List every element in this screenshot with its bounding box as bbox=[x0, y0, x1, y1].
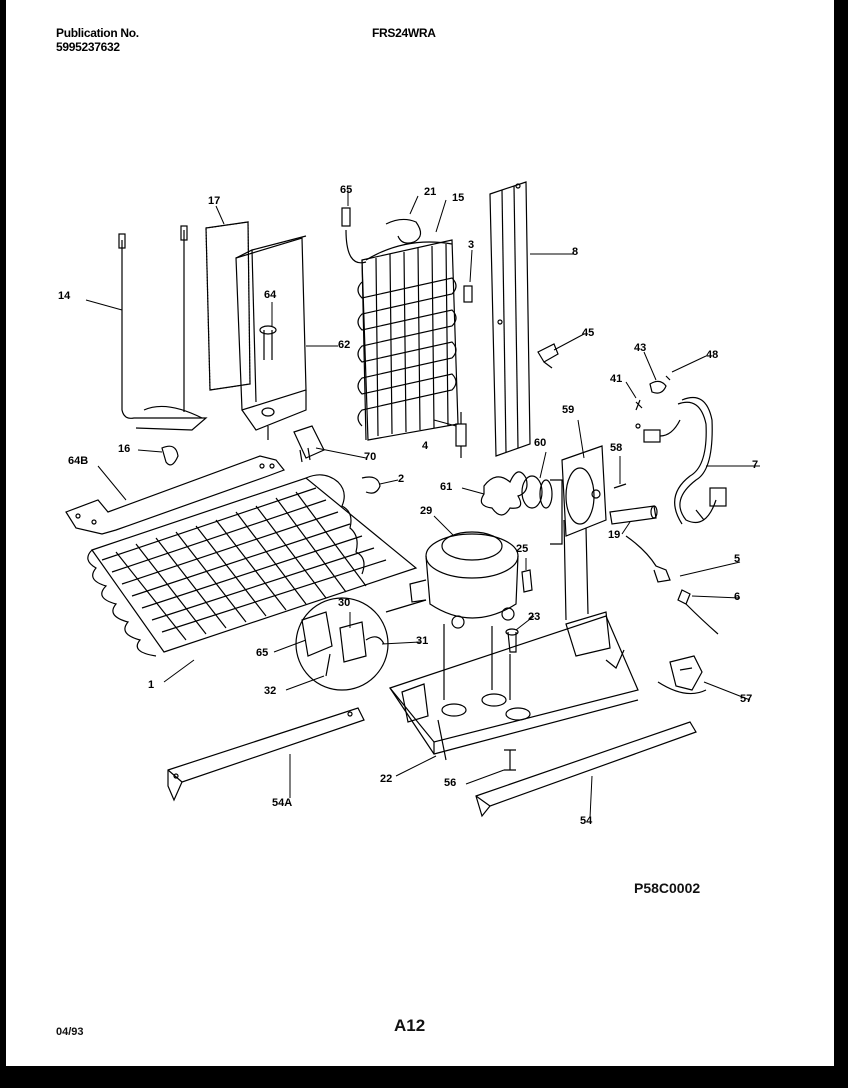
grommet-25 bbox=[521, 569, 533, 593]
screw-small bbox=[635, 423, 641, 429]
drain-tube-clip bbox=[385, 218, 422, 244]
diagram-sheet: Publication No. 5995237632 FRS24WRA bbox=[6, 0, 834, 1066]
base-pan bbox=[388, 611, 639, 761]
callout-17: 17 bbox=[208, 195, 221, 207]
condenser-coil bbox=[87, 474, 418, 657]
callout-22: 22 bbox=[380, 773, 393, 785]
callout-7: 7 bbox=[752, 459, 759, 471]
callout-65-bottom: 65 bbox=[256, 647, 269, 659]
callout-64b: 64B bbox=[68, 455, 89, 467]
callout-25: 25 bbox=[516, 543, 529, 555]
compressor bbox=[409, 531, 519, 629]
callout-54a: 54A bbox=[272, 797, 293, 809]
grommet-23 bbox=[505, 628, 519, 636]
callout-60: 60 bbox=[534, 437, 547, 449]
clip-43 bbox=[649, 380, 667, 394]
screw-41 bbox=[635, 399, 643, 411]
power-cord-5 bbox=[625, 535, 671, 583]
callout-61: 61 bbox=[440, 481, 453, 493]
callout-15: 15 bbox=[452, 192, 465, 204]
wire-harness bbox=[643, 396, 727, 525]
callout-30: 30 bbox=[338, 597, 351, 609]
callout-29: 29 bbox=[420, 505, 433, 517]
callout-19: 19 bbox=[608, 529, 621, 541]
clip-16 bbox=[161, 445, 179, 466]
figure-id: P58C0002 bbox=[634, 880, 701, 896]
fan-assembly bbox=[480, 471, 563, 545]
screw-56 bbox=[504, 749, 516, 771]
drain-trough bbox=[235, 235, 307, 440]
callout-41: 41 bbox=[610, 373, 623, 385]
callout-8: 8 bbox=[572, 246, 579, 258]
cover-57 bbox=[657, 655, 707, 695]
callout-3: 3 bbox=[468, 239, 475, 251]
fan-bracket bbox=[561, 445, 607, 537]
callout-14: 14 bbox=[58, 290, 71, 302]
callout-5: 5 bbox=[734, 553, 741, 565]
callout-62: 62 bbox=[338, 339, 351, 351]
insulation-pad bbox=[205, 221, 251, 391]
evaporator bbox=[341, 207, 459, 441]
callout-64: 64 bbox=[264, 289, 277, 301]
heater-plug bbox=[293, 425, 325, 463]
leader-lines bbox=[85, 190, 760, 819]
channel-bracket bbox=[489, 181, 531, 457]
sleeve bbox=[609, 505, 658, 525]
sensing-tubes bbox=[118, 225, 208, 431]
callout-1: 1 bbox=[148, 679, 155, 691]
screw bbox=[537, 343, 559, 369]
callout-70: 70 bbox=[364, 451, 377, 463]
callout-43: 43 bbox=[634, 342, 647, 354]
callout-32: 32 bbox=[264, 685, 277, 697]
callout-45: 45 bbox=[582, 327, 595, 339]
mount-23 bbox=[507, 631, 517, 653]
callout-58: 58 bbox=[610, 442, 623, 454]
publication-number: 5995237632 bbox=[56, 40, 120, 54]
page-number: A12 bbox=[394, 1016, 426, 1035]
callout-31: 31 bbox=[416, 635, 429, 647]
callout-6: 6 bbox=[734, 591, 741, 603]
rail-54 bbox=[475, 721, 697, 818]
assembly-lines bbox=[443, 519, 589, 700]
publication-label: Publication No. bbox=[56, 26, 139, 40]
screw-58 bbox=[613, 483, 627, 489]
callout-4: 4 bbox=[422, 440, 429, 452]
callout-65-top: 65 bbox=[340, 184, 353, 196]
defrost-thermostat bbox=[455, 412, 467, 458]
condenser-bracket-top bbox=[65, 455, 285, 535]
callout-21: 21 bbox=[424, 186, 437, 198]
clip-2 bbox=[361, 476, 381, 494]
clip-48 bbox=[665, 375, 671, 381]
callout-23: 23 bbox=[528, 611, 541, 623]
evaporator-clip bbox=[463, 285, 473, 303]
revision-date: 04/93 bbox=[56, 1026, 84, 1038]
parts-diagram bbox=[65, 181, 760, 819]
callout-54: 54 bbox=[580, 815, 593, 827]
callout-48: 48 bbox=[706, 349, 719, 361]
callout-56: 56 bbox=[444, 777, 457, 789]
plug-6 bbox=[677, 589, 719, 635]
relay-detail-circle bbox=[295, 597, 427, 691]
callout-16: 16 bbox=[118, 443, 131, 455]
callout-57: 57 bbox=[740, 693, 753, 705]
callout-59: 59 bbox=[562, 404, 575, 416]
callout-2: 2 bbox=[398, 473, 405, 485]
rail-54a bbox=[167, 707, 365, 802]
model-number: FRS24WRA bbox=[372, 26, 436, 40]
